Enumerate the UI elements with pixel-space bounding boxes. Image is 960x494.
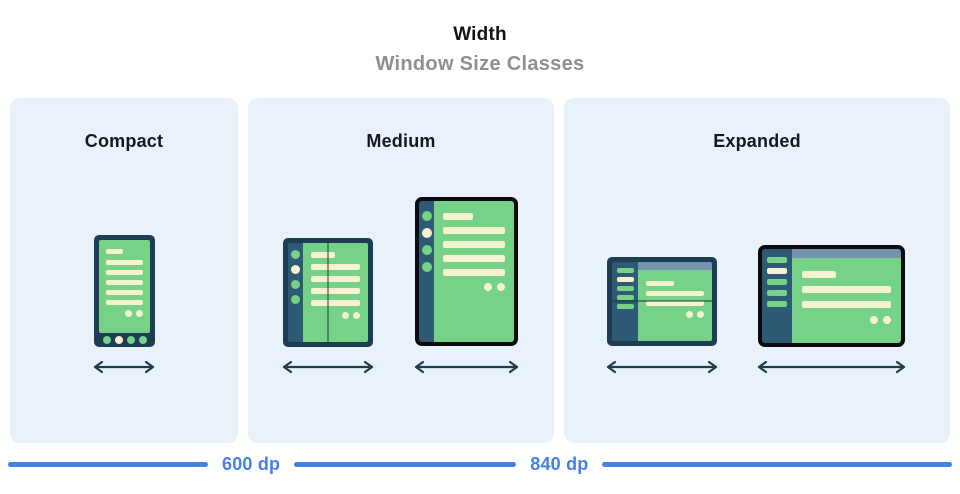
app-top-bar (792, 249, 901, 258)
action-dot (497, 283, 505, 291)
nav-dot (138, 336, 147, 344)
skeleton-title-bar (106, 249, 123, 254)
rail-dot (291, 280, 300, 289)
skeleton-text-bar (802, 286, 891, 293)
action-dot (353, 312, 360, 319)
ruler-line-segment (294, 462, 517, 467)
skeleton-text-bar (443, 269, 505, 276)
fold-crease-line (612, 300, 712, 302)
diagram-title: Width (453, 24, 507, 45)
sidebar-item-bar (616, 277, 634, 282)
diagram-header: Width Window Size Classes (0, 24, 960, 76)
foldable-screen (303, 243, 368, 342)
action-dots (802, 316, 891, 324)
skeleton-text-bar (311, 300, 360, 306)
skeleton-title-bar (646, 281, 674, 286)
skeleton-text-bar (646, 291, 704, 296)
laptop-display-illustration (758, 245, 905, 347)
skeleton-text-bar (106, 290, 143, 295)
action-dot (125, 310, 132, 317)
folded-foldable-illustration (283, 238, 373, 347)
action-dot (136, 310, 143, 317)
sidebar-item-bar (767, 257, 787, 263)
action-dot (883, 316, 891, 324)
sidebar-item-bar (767, 279, 787, 285)
skeleton-text-bar (106, 270, 143, 275)
nav-dot (126, 336, 135, 344)
panel-medium-title: Medium (366, 131, 436, 151)
width-arrow-icon (281, 360, 375, 374)
skeleton-text-bar (443, 255, 505, 262)
skeleton-text-bar (106, 260, 143, 265)
rail-dot (291, 265, 300, 274)
tablet-screen (434, 201, 514, 342)
app-top-bar (638, 262, 712, 270)
rail-dot (421, 262, 432, 272)
skeleton-title-bar (443, 213, 473, 220)
width-arrow-icon (413, 360, 520, 374)
action-dots (646, 311, 704, 318)
skeleton-title-bar (311, 252, 335, 258)
action-dot (342, 312, 349, 319)
sidebar-item-bar (616, 286, 634, 291)
breakpoint-label-600dp: 600 dp (222, 454, 281, 474)
rail-dot (291, 295, 300, 304)
rail-dot (421, 245, 432, 255)
skeleton-text-bar (311, 264, 360, 270)
skeleton-text-bar (311, 276, 360, 282)
action-dot (697, 311, 704, 318)
width-arrow-icon (92, 360, 156, 374)
skeleton-text-bar (646, 301, 704, 306)
panel-compact: Compact (10, 98, 238, 443)
laptop-screen (792, 258, 901, 343)
fold-crease-line (327, 243, 329, 342)
nav-rail (288, 243, 303, 342)
width-arrow-icon (605, 360, 719, 374)
breakpoint-label-840dp: 840 dp (530, 454, 589, 474)
foldable-screen (638, 270, 712, 341)
breakpoint-ruler: 600 dp 840 dp (8, 452, 952, 477)
nav-rail (419, 201, 434, 342)
width-arrow-icon (756, 360, 907, 374)
sidebar-item-bar (767, 268, 787, 274)
phone-illustration (94, 235, 155, 347)
skeleton-text-bar (106, 300, 143, 305)
panel-expanded: Expanded (564, 98, 950, 443)
action-dot (870, 316, 878, 324)
sidebar-item-bar (767, 290, 787, 296)
action-dot (686, 311, 693, 318)
ruler-line-segment (602, 462, 952, 467)
skeleton-text-bar (106, 280, 143, 285)
rail-dot (291, 250, 300, 259)
action-dots (106, 310, 143, 317)
skeleton-text-bar (443, 241, 505, 248)
sidebar-item-bar (616, 295, 634, 300)
tablet-portrait-illustration (415, 197, 518, 346)
action-dot (484, 283, 492, 291)
rail-dot (421, 228, 432, 238)
sidebar-item-bar (616, 304, 634, 309)
ruler-line-segment (8, 462, 208, 467)
nav-dot (114, 336, 123, 344)
nav-dot (102, 336, 111, 344)
phone-screen (99, 240, 150, 333)
sidebar-item-bar (616, 268, 634, 273)
skeleton-text-bar (443, 227, 505, 234)
skeleton-title-bar (802, 271, 836, 278)
action-dots (311, 312, 360, 319)
skeleton-text-bar (802, 301, 891, 308)
skeleton-text-bar (311, 288, 360, 294)
panel-compact-title: Compact (84, 131, 164, 151)
unfolded-foldable-illustration (607, 257, 717, 346)
rail-dot (421, 211, 432, 221)
panel-medium: Medium (248, 98, 554, 443)
diagram-subtitle: Window Size Classes (375, 53, 585, 75)
panel-expanded-title: Expanded (713, 131, 801, 151)
action-dots (443, 283, 505, 291)
sidebar-item-bar (767, 301, 787, 307)
phone-nav-bar (99, 333, 150, 347)
sidebar (762, 249, 792, 343)
